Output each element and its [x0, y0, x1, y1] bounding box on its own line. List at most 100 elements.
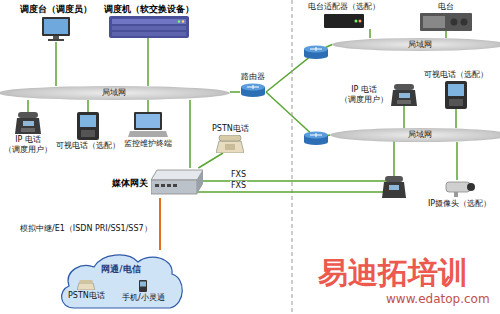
icon-part — [18, 112, 38, 118]
icon-part — [21, 128, 35, 132]
node-label: PSTN电话 — [68, 291, 105, 301]
node-label: 局域网 — [408, 130, 432, 140]
carrier-cloud: 网通/电信PSTN电话手机/小灵通 — [58, 250, 184, 310]
router-arrows — [310, 133, 322, 137]
icon-part — [423, 16, 445, 28]
icon-part — [136, 114, 160, 128]
text-group: PSTN电话 — [68, 291, 105, 301]
rack-icon — [109, 16, 189, 38]
icon-part — [173, 184, 177, 187]
lan-band: 局域网 — [332, 38, 500, 51]
node-label: PSTN电话 — [212, 124, 249, 134]
camera-icon — [444, 180, 476, 198]
video-phone-node: 可视电话（选配） — [56, 112, 120, 151]
icon-part — [53, 36, 59, 39]
text-group: 局域网 — [408, 130, 432, 140]
icon-part — [467, 183, 475, 191]
icon-part — [81, 130, 95, 137]
icon-part — [77, 112, 99, 140]
node-label: 电台适配器（选配） — [308, 2, 380, 12]
node-label: 调度台（调度员） — [20, 4, 92, 15]
text-group: 手机/小灵通 — [122, 293, 165, 303]
text-group: IP摄像头（选配） — [428, 199, 491, 209]
text-group: 监控维护终端 — [124, 139, 172, 149]
gateway-icon — [151, 168, 203, 198]
wire-label: 模拟中继/E1（ISDN PRI/SS1/SS7） — [20, 224, 152, 234]
ip-phone-node: IP 电话（调度用户） — [340, 84, 417, 106]
icon-part — [324, 14, 364, 28]
node-label: IP 电话 — [351, 85, 377, 95]
node-label: （调度用户） — [4, 145, 52, 155]
network-link — [198, 153, 223, 168]
icon-part — [451, 19, 458, 26]
node-label: 局域网 — [102, 88, 126, 98]
videophone-icon — [76, 112, 100, 140]
videophone-icon — [444, 81, 468, 109]
node-label: 手机/小灵通 — [122, 293, 165, 303]
text-group: 路由器 — [241, 72, 265, 82]
node-label: 监控维护终端 — [124, 139, 172, 149]
icon-part — [62, 255, 183, 308]
monitor-icon — [41, 16, 71, 42]
video-phone-node: 可视电话（选配） — [424, 70, 488, 109]
icon-part — [155, 184, 159, 187]
icon-part — [399, 93, 410, 98]
network-link — [159, 198, 161, 250]
network-link — [445, 31, 447, 38]
fxs-wire — [195, 191, 394, 193]
text-group: 可视电话（选配） — [424, 70, 488, 80]
icon-part — [44, 19, 68, 34]
phonesmall-icon — [77, 280, 95, 290]
network-link — [189, 100, 191, 168]
lan-band: 局域网 — [0, 86, 230, 100]
network-link — [55, 42, 57, 86]
router-node: 路由器 — [240, 72, 266, 97]
adaptor-icon — [324, 13, 364, 29]
network-link — [27, 100, 29, 112]
softswitch-node: 调度机（软交换设备） — [104, 4, 194, 38]
network-link — [87, 100, 89, 112]
icon-part — [182, 20, 184, 22]
icon-part — [23, 121, 34, 126]
icon-part — [79, 280, 93, 283]
node-label: （调度用户） — [340, 95, 388, 105]
network-link — [369, 29, 371, 38]
camera-node: IP摄像头（选配） — [428, 180, 491, 209]
pstn-icon — [216, 135, 244, 153]
icon-part — [140, 282, 146, 287]
text-group: 局域网 — [102, 88, 126, 98]
ipphone-icon — [391, 84, 417, 106]
mobile-node: 手机/小灵通 — [122, 280, 165, 303]
text-group: 可视电话（选配） — [56, 141, 120, 151]
network-link — [456, 142, 458, 180]
radio-node: 电台 — [420, 2, 472, 31]
icon-part — [48, 39, 64, 41]
text-group: 电台 — [438, 2, 454, 12]
fxs-wire — [195, 180, 394, 182]
text-group: 局域网 — [408, 40, 432, 50]
ip-phone-node: IP 电话（调度用户） — [4, 112, 52, 155]
icon-part — [151, 180, 197, 194]
wire-label: FXS — [230, 181, 247, 191]
divider-line — [292, 0, 293, 314]
cloud-shape — [58, 250, 184, 310]
icon-part — [77, 283, 95, 290]
router-top — [304, 46, 328, 53]
node-label: 局域网 — [408, 40, 432, 50]
icon-part — [112, 26, 186, 30]
icon-part — [461, 19, 468, 26]
icon-part — [178, 20, 180, 22]
network-link — [403, 106, 405, 128]
icon-part — [42, 17, 70, 36]
router-icon — [304, 46, 328, 60]
icon-part — [112, 19, 186, 24]
ipphone-icon — [15, 112, 41, 134]
router-base — [304, 53, 328, 59]
icon-part — [446, 182, 470, 192]
icon-part — [420, 13, 472, 31]
node-label: IP 电话 — [15, 135, 41, 145]
router-arrows — [310, 47, 322, 51]
text-group: PSTN电话 — [212, 124, 249, 134]
terminal-node: 监控维护终端 — [124, 112, 172, 149]
